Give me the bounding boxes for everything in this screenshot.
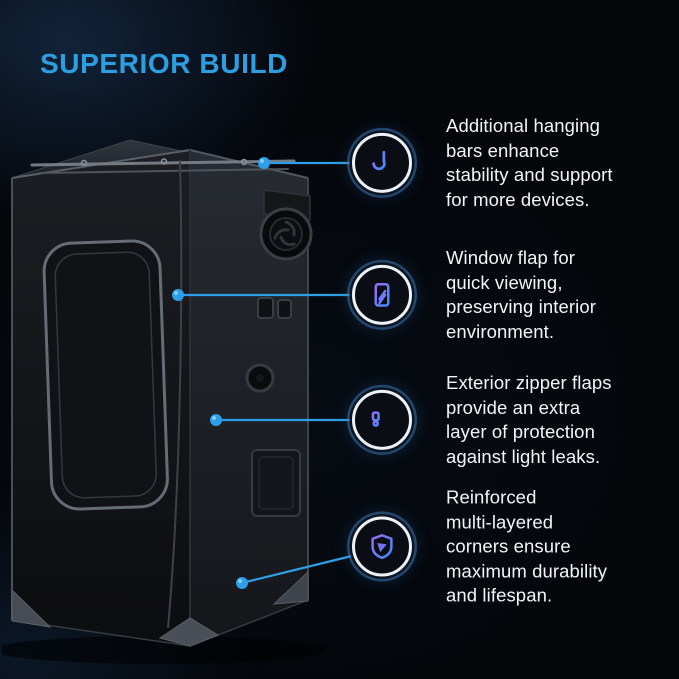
zipper-flap-icon bbox=[371, 407, 392, 433]
feature-zipper-flaps: Exterior zipper flaps provide an extra l… bbox=[352, 371, 664, 469]
hanging-bar bbox=[39, 168, 289, 174]
shield-icon bbox=[371, 534, 393, 560]
door-window-flap bbox=[42, 239, 169, 511]
page-title: SUPERIOR BUILD bbox=[40, 48, 288, 79]
feature-reinforced-corners: Reinforced multi-layered corners ensure … bbox=[352, 486, 664, 609]
floor-shadow bbox=[2, 636, 324, 664]
side-port bbox=[277, 299, 292, 319]
feature-window-flap: Window flap for quick viewing, preservin… bbox=[352, 246, 664, 344]
front-zipper-seam bbox=[167, 159, 183, 629]
hook-icon bbox=[372, 151, 389, 171]
fan-blade bbox=[279, 235, 296, 247]
feature-icon-circle bbox=[352, 133, 412, 193]
fan-blade bbox=[273, 228, 290, 240]
lower-access-flap bbox=[251, 449, 301, 517]
feature-icon-circle bbox=[352, 265, 412, 325]
hanging-bar bbox=[30, 159, 296, 167]
bar-hook bbox=[160, 158, 168, 165]
feature-text: Window flap for quick viewing, preservin… bbox=[446, 246, 596, 342]
feature-text: Reinforced multi-layered corners ensure … bbox=[446, 486, 608, 606]
corner-patch bbox=[11, 588, 52, 628]
feature-text: Additional hanging bars enhance stabilit… bbox=[446, 114, 613, 210]
bar-hook bbox=[240, 158, 248, 166]
feature-hanging-bars: Additional hanging bars enhance stabilit… bbox=[352, 114, 664, 212]
grow-tent-illustration bbox=[2, 139, 324, 664]
bar-hook bbox=[80, 159, 88, 167]
fan-blade bbox=[284, 220, 296, 237]
edge bbox=[189, 149, 309, 179]
window-flap-icon bbox=[374, 283, 390, 307]
lower-access-flap-inner bbox=[258, 456, 294, 510]
feature-text: Exterior zipper flaps provide an extra l… bbox=[446, 371, 612, 467]
round-vent-center bbox=[256, 374, 264, 382]
vent-fan-inner bbox=[269, 217, 303, 251]
corner-patch bbox=[158, 617, 220, 647]
feature-icon-circle bbox=[352, 390, 412, 450]
side-port bbox=[257, 297, 274, 319]
feature-icon-circle bbox=[352, 517, 412, 577]
